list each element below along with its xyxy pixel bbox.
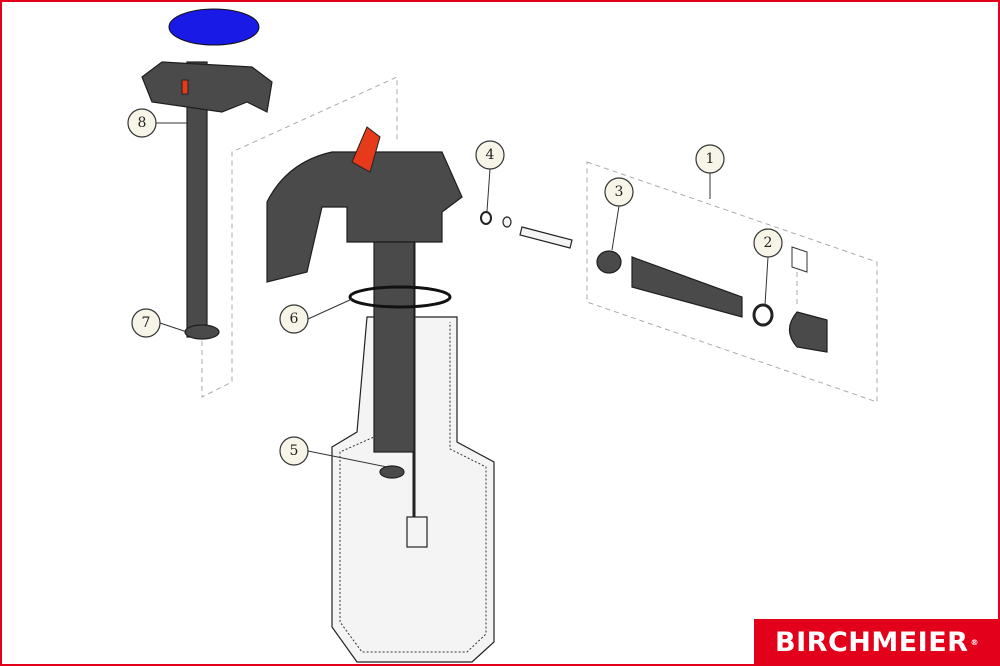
red-pin <box>181 79 189 95</box>
filter <box>406 516 428 548</box>
nozzle-cap <box>788 311 828 353</box>
registered-mark: ® <box>970 638 979 647</box>
svg-text:3: 3 <box>615 184 624 200</box>
callout-8: 8 <box>127 108 157 138</box>
valve-stem <box>519 226 573 249</box>
callout-leaders <box>156 122 769 468</box>
svg-text:1: 1 <box>706 151 715 167</box>
ring-4 <box>480 211 492 225</box>
callout-7: 7 <box>131 308 161 338</box>
rod-oring <box>184 324 220 340</box>
pump-cylinder <box>373 241 415 453</box>
brand-logo: BIRCHMEIER® <box>754 619 998 664</box>
svg-text:8: 8 <box>138 115 147 131</box>
washer <box>502 216 512 228</box>
pump-rod-assembly <box>141 8 273 340</box>
svg-text:2: 2 <box>764 235 773 251</box>
svg-text:7: 7 <box>142 315 151 331</box>
svg-text:6: 6 <box>290 311 299 327</box>
callout-6: 6 <box>279 304 309 334</box>
oring-6 <box>348 285 452 309</box>
blue-knob <box>168 8 260 46</box>
brand-name: BIRCHMEIER <box>775 627 969 658</box>
nozzle-tube <box>631 256 743 318</box>
callout-1: 1 <box>695 144 725 174</box>
callout-3: 3 <box>604 177 634 207</box>
trigger <box>351 126 381 173</box>
callout-4: 4 <box>475 140 505 170</box>
sprayer-head <box>266 151 463 283</box>
assembly-guide-left <box>201 76 398 398</box>
svg-text:4: 4 <box>486 147 495 163</box>
callout-2: 2 <box>753 228 783 258</box>
callout-5: 5 <box>279 436 309 466</box>
clip <box>791 246 808 273</box>
svg-text:5: 5 <box>290 443 299 459</box>
pump-cap <box>141 61 273 113</box>
fitting-3 <box>596 250 622 274</box>
valve-5 <box>379 465 405 479</box>
ring-2 <box>752 303 774 327</box>
